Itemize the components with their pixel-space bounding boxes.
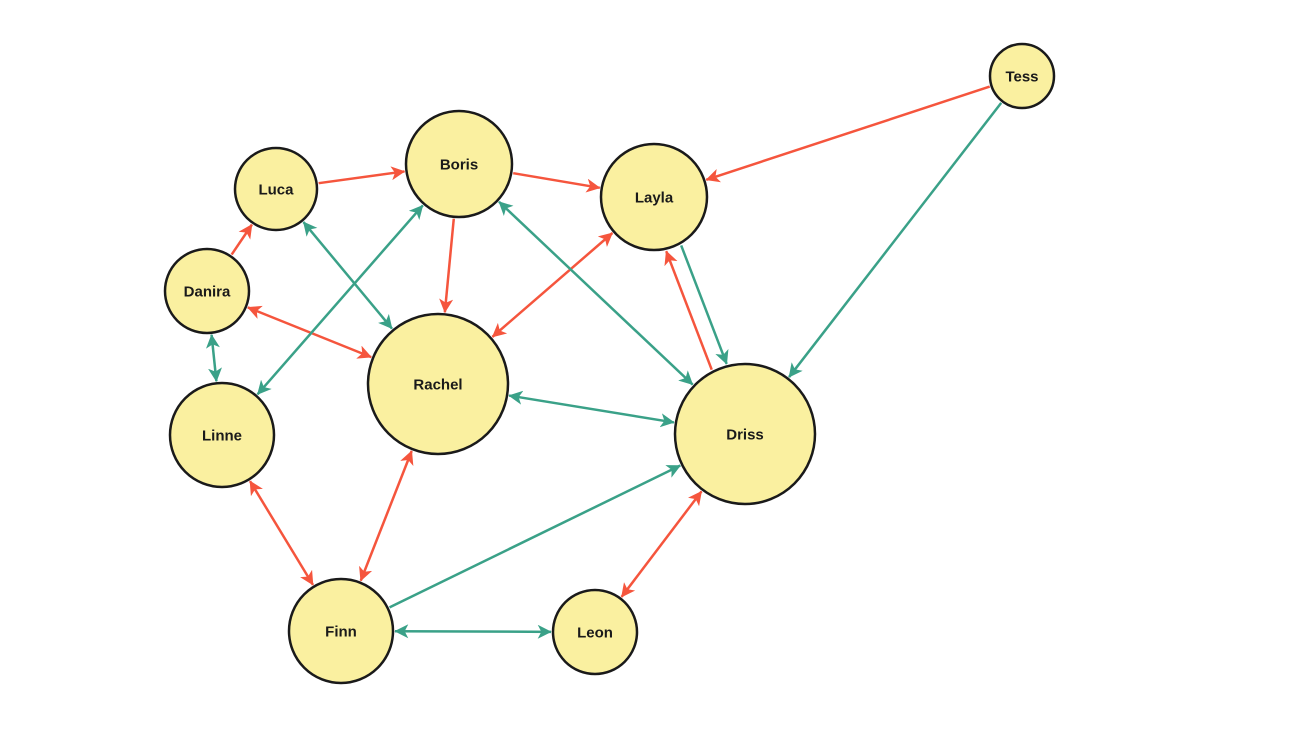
node-linne[interactable]: Linne (168, 381, 276, 489)
node-circle-luca[interactable] (233, 146, 319, 232)
edge-tess-driss (788, 102, 1003, 378)
node-circle-rachel[interactable] (366, 312, 510, 456)
edge-rachel-danira (247, 305, 372, 359)
edge-tess-layla (705, 85, 991, 183)
edge-layer (205, 85, 1003, 639)
edge-danira-linne (205, 334, 222, 382)
edge-rachel-driss (508, 390, 675, 428)
edge-finn-leon (394, 624, 552, 639)
node-layla[interactable]: Layla (599, 142, 709, 252)
edge-rachel-layla (491, 232, 614, 338)
node-circle-danira[interactable] (163, 247, 251, 335)
node-luca[interactable]: Luca (233, 146, 319, 232)
edge-finn-driss (388, 464, 681, 609)
node-rachel[interactable]: Rachel (366, 312, 510, 456)
node-tess[interactable]: Tess (988, 42, 1056, 110)
edge-boris-driss (498, 200, 694, 386)
edge-boris-layla (513, 171, 601, 193)
edge-luca-boris (318, 166, 406, 185)
node-finn[interactable]: Finn (287, 577, 395, 685)
edge-linne-finn (248, 480, 315, 586)
edge-danira-luca (230, 223, 253, 256)
node-circle-boris[interactable] (404, 109, 514, 219)
node-driss[interactable]: Driss (673, 362, 817, 506)
edge-boris-rachel (439, 218, 456, 314)
edge-finn-rachel (359, 450, 414, 582)
node-danira[interactable]: Danira (163, 247, 251, 335)
node-circle-driss[interactable] (673, 362, 817, 506)
node-circle-linne[interactable] (168, 381, 276, 489)
edge-luca-rachel (302, 221, 393, 330)
node-boris[interactable]: Boris (404, 109, 514, 219)
node-circle-leon[interactable] (551, 588, 639, 676)
edge-leon-driss (620, 490, 703, 598)
node-leon[interactable]: Leon (551, 588, 639, 676)
node-circle-finn[interactable] (287, 577, 395, 685)
node-circle-layla[interactable] (599, 142, 709, 252)
node-circle-tess[interactable] (988, 42, 1056, 110)
